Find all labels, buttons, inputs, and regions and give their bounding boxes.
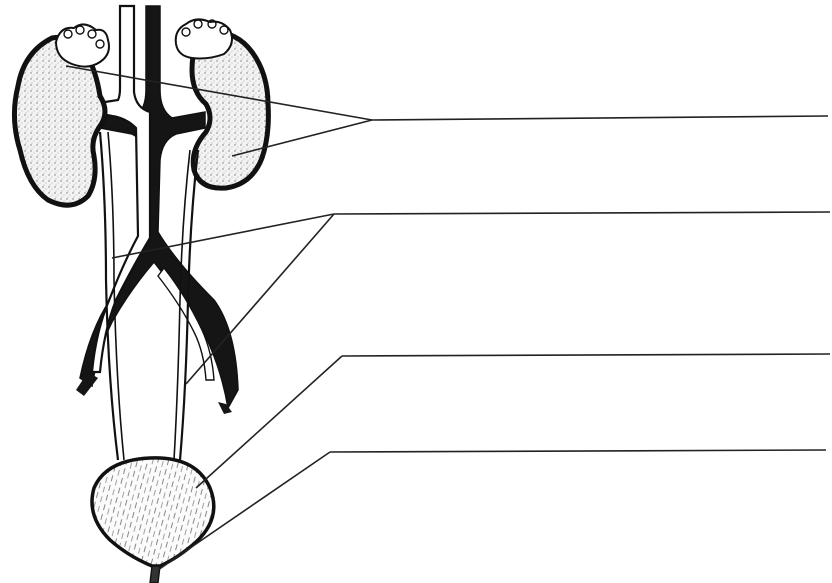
bladder xyxy=(92,458,214,566)
answer-line-kidney xyxy=(372,116,828,120)
pointer-bladder xyxy=(196,356,342,488)
urethra xyxy=(150,566,160,583)
left-kidney xyxy=(14,24,109,205)
right-kidney xyxy=(176,19,269,188)
answer-line-bladder xyxy=(342,354,830,356)
answer-line-urethra xyxy=(330,450,826,452)
answer-line-ureter xyxy=(334,212,830,214)
